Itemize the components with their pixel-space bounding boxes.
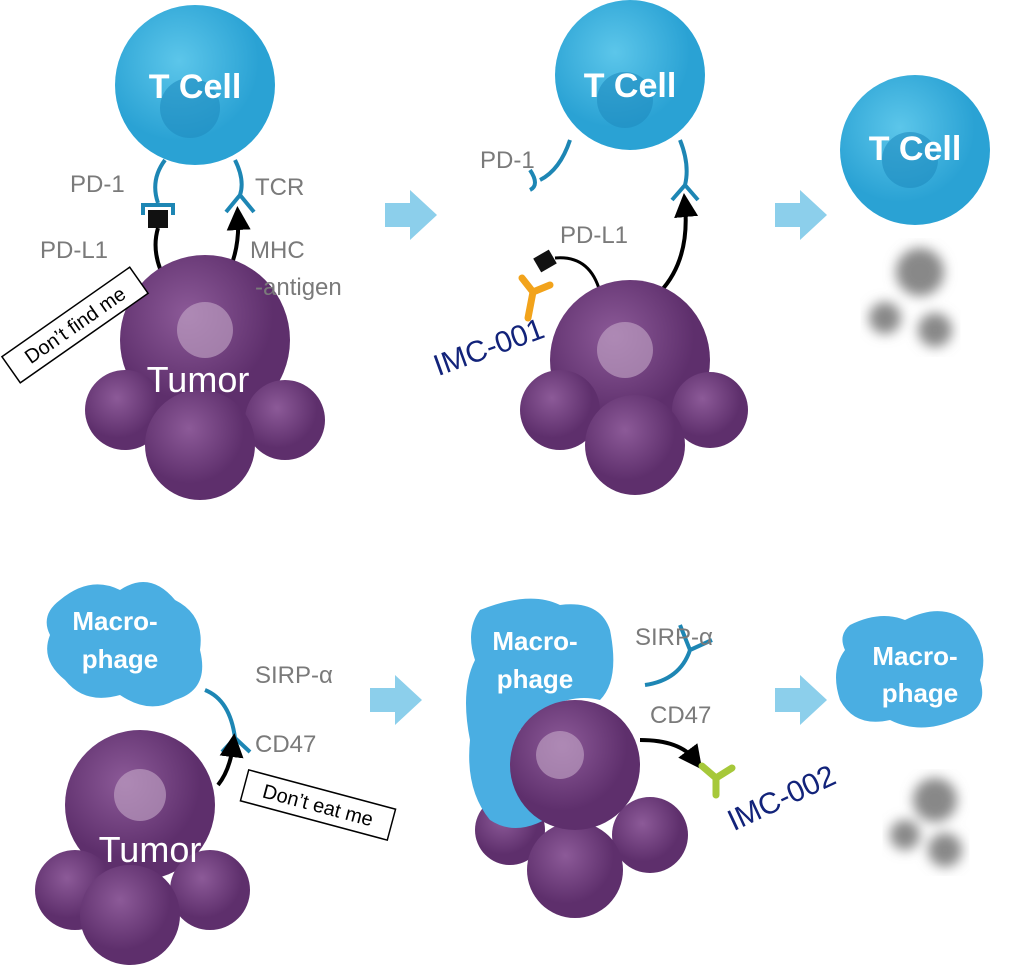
sirp-alpha-receptor (644, 624, 713, 687)
tumor-label: Tumor (147, 359, 250, 400)
pd-l1-ligand (148, 210, 168, 228)
pdl1-label: PD-L1 (560, 222, 628, 249)
macrophage-label-2: phage (882, 678, 959, 708)
cd47-label: CD47 (650, 702, 711, 729)
dead-tumor-debris (869, 248, 952, 347)
arrow-right-2 (775, 190, 827, 240)
panel-6: Macro- phage (836, 611, 984, 867)
t-cell-nucleus (160, 78, 220, 138)
receptors (528, 139, 700, 202)
cd47-arrow (639, 738, 703, 770)
macrophage-label-2: phage (497, 664, 574, 694)
arrow-right-1 (385, 190, 437, 240)
t-cell-label: T Cell (869, 130, 962, 168)
panel-1: T Cell PD-1 TCR PD-L1 MHC -antigen Tumor… (0, 5, 342, 500)
svg-text:Don’t find me: Don’t find me (21, 283, 130, 369)
imc-002-antibody-icon (698, 762, 736, 799)
macrophage-label-1: Macro- (492, 626, 577, 656)
panel-2: T Cell PD-1 PD-L1 IMC-001 (429, 0, 748, 495)
mhc-label: MHC (250, 237, 305, 264)
pd-l1-ligand (533, 249, 557, 273)
panel-3: T Cell (840, 75, 990, 347)
imc-002-label: IMC-002 (723, 759, 841, 838)
dead-tumor-debris (890, 778, 962, 867)
receptors (141, 158, 256, 215)
panel-4: Macro- phage SIRP-α CD47 Tumor Don’t eat… (35, 582, 397, 965)
mhc-arrow (658, 193, 699, 294)
t-cell-label: T Cell (149, 68, 242, 106)
tcr-label: TCR (255, 174, 304, 201)
tumor-label: Tumor (99, 829, 202, 870)
antigen-label: -antigen (255, 274, 342, 301)
sirp-label: SIRP-α (255, 662, 333, 689)
imc-001-antibody-icon (518, 274, 554, 322)
arrow-right-4 (775, 675, 827, 725)
macrophage (46, 582, 203, 707)
macrophage-label-1: Macro- (872, 641, 957, 671)
panel-5: Macro- phage SIRP-α CD47 IMC-002 (466, 598, 841, 918)
macrophage-label-2: phage (82, 644, 159, 674)
cd47-label: CD47 (255, 731, 316, 758)
sirp-label: SIRP-α (635, 624, 713, 651)
pd1-label: PD-1 (70, 171, 125, 198)
imc-001-label: IMC-001 (429, 312, 548, 382)
pdl1-label: PD-L1 (40, 237, 108, 264)
arrow-right-3 (370, 675, 422, 725)
macrophage-label-1: Macro- (72, 606, 157, 636)
dont-eat-me-tag: Don’t eat me (239, 768, 397, 842)
t-cell-label: T Cell (584, 67, 677, 105)
macrophage (836, 611, 984, 728)
pd1-label: PD-1 (480, 147, 535, 174)
sirp-alpha-receptor (204, 688, 252, 754)
cd47-arrow (216, 733, 244, 787)
